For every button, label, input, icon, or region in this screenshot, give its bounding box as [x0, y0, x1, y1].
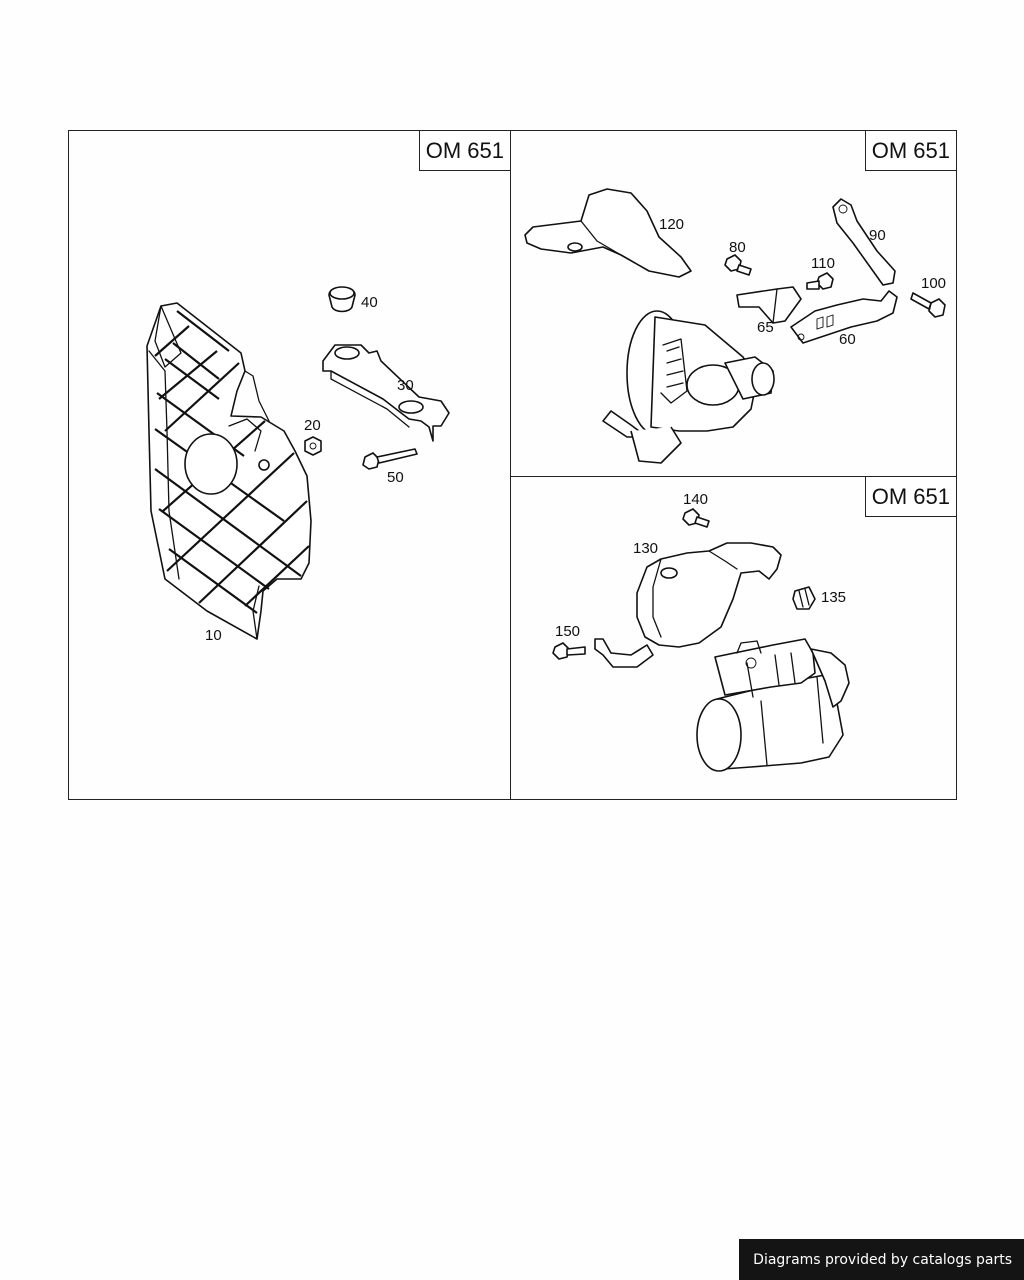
bracket-part-30 [322, 344, 450, 442]
top-right-panel-drawing: 120 80 90 110 100 65 60 [524, 188, 946, 464]
callout-140: 140 [683, 491, 708, 508]
turbocharger-drawing [602, 310, 775, 464]
engine-model-tag: OM 651 [864, 477, 956, 517]
callout-50: 50 [387, 469, 404, 486]
panel-top-right: OM 651 [511, 131, 956, 477]
callout-10: 10 [205, 627, 222, 644]
panel-bottom-right: OM 651 [511, 477, 956, 799]
grommet-part-40 [328, 286, 356, 313]
callout-130: 130 [633, 540, 658, 557]
strut-part-90 [832, 198, 896, 286]
starter-motor-drawing [696, 638, 850, 772]
callout-20: 20 [304, 417, 321, 434]
panel-left: OM 651 [69, 131, 511, 799]
callout-60: 60 [839, 331, 856, 348]
bottom-right-panel-drawing: 140 130 135 150 [552, 491, 850, 772]
engine-model-tag: OM 651 [418, 131, 510, 171]
bolt-part-140 [682, 508, 710, 528]
clip-part-135 [792, 586, 816, 610]
bracket-part-65 [736, 286, 802, 324]
left-panel-drawing: 40 30 20 50 10 [146, 286, 450, 644]
heat-shield-part-120 [524, 188, 692, 278]
callout-30: 30 [397, 377, 414, 394]
shield-part-130 [594, 542, 782, 668]
callout-135: 135 [821, 589, 846, 606]
bolt-part-110 [806, 272, 834, 290]
callout-110: 110 [811, 255, 835, 272]
callout-40: 40 [361, 294, 378, 311]
callout-90: 90 [869, 227, 886, 244]
callout-100: 100 [921, 275, 946, 292]
bolt-part-100 [910, 292, 946, 318]
bolt-part-50 [362, 448, 418, 470]
engine-model-tag: OM 651 [864, 131, 956, 171]
callout-120: 120 [659, 216, 684, 233]
nut-part-20 [304, 436, 322, 456]
callout-80: 80 [729, 239, 746, 256]
callout-150: 150 [555, 623, 580, 640]
parts-diagram-frame: OM 651 [68, 130, 957, 800]
bracket-part-60 [790, 290, 898, 344]
bolt-part-150 [552, 642, 586, 660]
attribution-badge: Diagrams provided by catalogs parts [739, 1239, 1024, 1280]
bolt-part-80 [724, 254, 752, 276]
callout-65: 65 [757, 319, 774, 336]
cover-part-10 [146, 302, 312, 640]
